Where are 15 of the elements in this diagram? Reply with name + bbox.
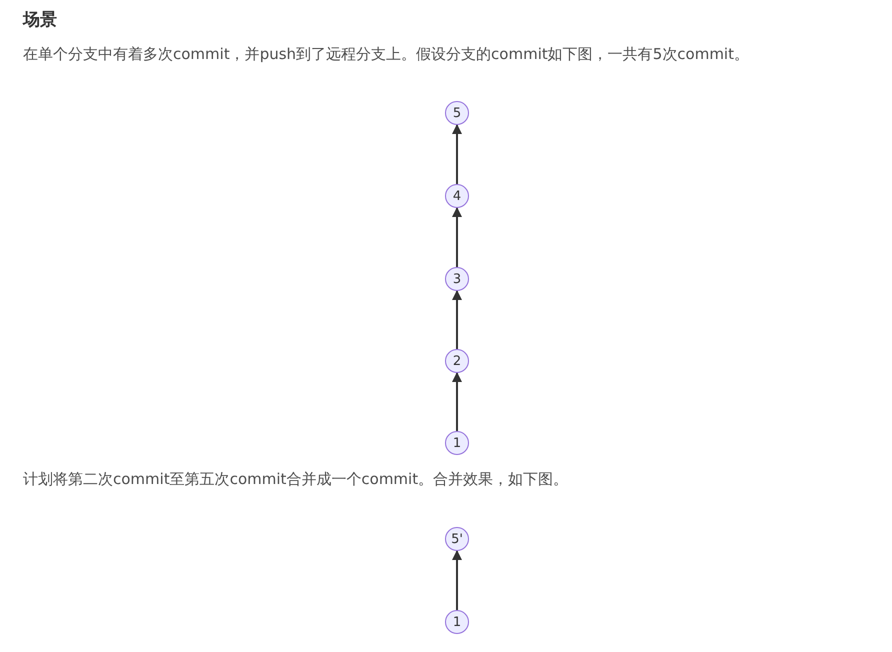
heading: 场景	[23, 9, 57, 31]
arrow	[452, 290, 462, 349]
arrow	[452, 372, 462, 431]
arrow	[452, 124, 462, 184]
commit-circle: 2	[445, 349, 469, 373]
arrow	[452, 550, 462, 610]
paragraph: 计划将第二次commit至第五次commit合并成一个commit。合并效果，如下图。	[23, 470, 568, 489]
commit-circle: 1	[445, 431, 469, 455]
commit-circle: 3	[445, 267, 469, 291]
commit-circle: 1	[445, 610, 469, 634]
commit-circle: 4	[445, 184, 469, 208]
commit-circle: 5'	[445, 527, 469, 551]
commit-circle: 5	[445, 101, 469, 125]
paragraph: 在单个分支中有着多次commit，并push到了远程分支上。假设分支的commit如下图，一共有5次commit。	[23, 45, 749, 64]
arrow	[452, 207, 462, 267]
